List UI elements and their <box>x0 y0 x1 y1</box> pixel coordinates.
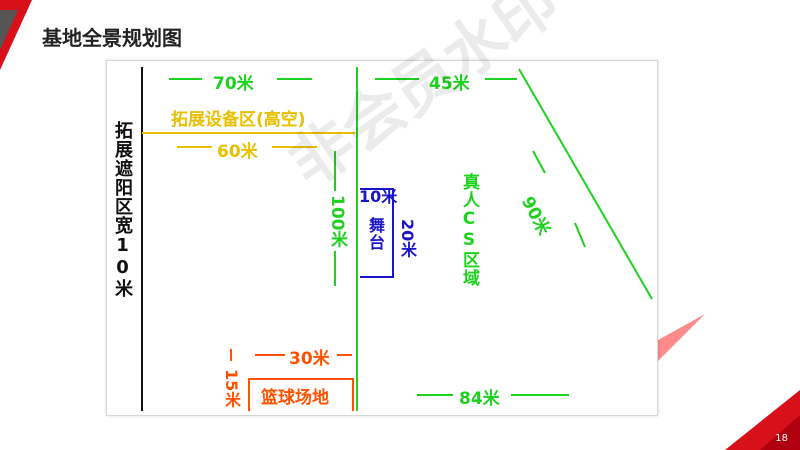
page-title: 基地全景规划图 <box>42 26 182 50</box>
label-expansion-area: 拓展设备区(高空) <box>171 110 306 130</box>
bottom-right-decoration <box>725 390 800 450</box>
label-84m: 84米 <box>459 389 500 409</box>
label-100m: 100米 <box>327 195 347 248</box>
page-number: 18 <box>775 433 788 444</box>
label-30m: 30米 <box>289 349 330 369</box>
plan-lines <box>141 67 653 411</box>
label-basketball-court: 篮球场地 <box>261 388 329 408</box>
label-shade-area: 拓展遮阳区宽10米 <box>112 121 133 298</box>
label-stage: 舞台 <box>366 217 385 251</box>
label-15m: 15米 <box>222 369 241 408</box>
label-70m: 70米 <box>213 74 254 94</box>
label-stage-width: 10米 <box>359 187 398 206</box>
label-60m: 60米 <box>217 142 258 162</box>
corner-decoration <box>0 0 32 70</box>
label-45m: 45米 <box>429 74 470 94</box>
label-stage-height: 20米 <box>398 219 417 258</box>
arrow-decoration <box>651 314 705 364</box>
site-plan-map: 70米 拓展设备区(高空) 60米 拓展遮阳区宽10米 100米 10米 舞台 … <box>106 60 658 416</box>
label-cs-area: 真人CS区域 <box>459 173 479 287</box>
